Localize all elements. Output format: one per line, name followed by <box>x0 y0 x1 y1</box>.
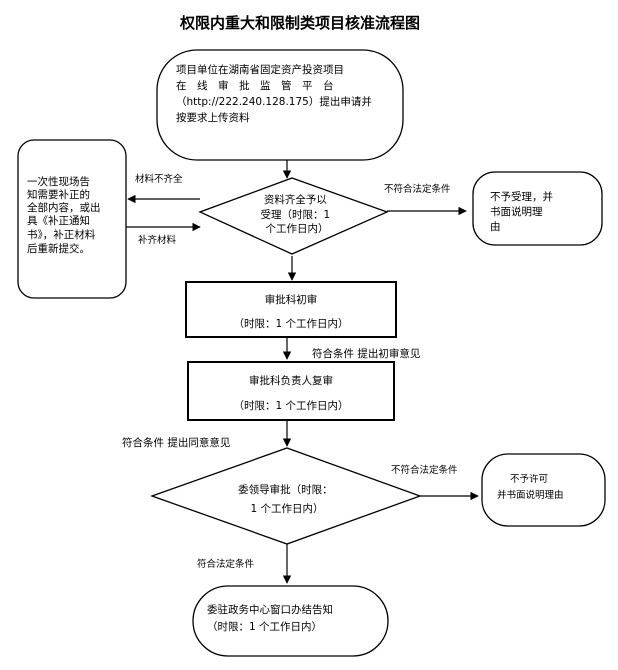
label-not-compliant-2: 不符合法定条件 <box>391 464 458 476</box>
second-review-title: 审批科负责人复审 <box>249 374 333 387</box>
start-node-text: 项目单位在湖南省固定资产投资项目 在 线 审 批 监 管 平 台 （http:/… <box>176 63 375 124</box>
first-review-node: 审批科初审 （时限：1 个工作日内） <box>185 281 397 338</box>
first-review-title: 审批科初审 <box>265 293 318 306</box>
supplement-notice-text: 一次性现场告 知需要补正的 全部内容，或出 具《补正通知 书》，补正材料 后重新… <box>27 175 104 255</box>
reject-node-1: 不予受理，并 书面说明理 由 <box>472 171 603 246</box>
check-diamond-text: 资料齐全予以 受理（时限：1 个工作日内） <box>260 193 333 235</box>
check-diamond: 资料齐全予以 受理（时限：1 个工作日内） <box>198 177 389 255</box>
committee-diamond-text: 委领导审批（时限： 1 个工作日内） <box>238 483 336 515</box>
label-incomplete: 材料不齐全 <box>135 173 183 185</box>
reject-node-2-text: 不予许可 并书面说明理由 <box>497 473 564 501</box>
end-node-text: 委驻政务中心窗口办结告知 （时限：1 个工作日内） <box>207 603 336 633</box>
supplement-notice-node: 一次性现场告 知需要补正的 全部内容，或出 具《补正通知 书》，补正材料 后重新… <box>17 139 127 299</box>
committee-diamond: 委领导审批（时限： 1 个工作日内） <box>150 447 422 545</box>
label-compliant-first: 符合条件 提出初审意见 <box>312 347 420 360</box>
label-compliant-second: 符合条件 提出同意意见 <box>122 436 230 449</box>
reject-node-2: 不予许可 并书面说明理由 <box>481 453 606 527</box>
first-review-time: （时限：1 个工作日内） <box>233 317 348 330</box>
second-review-time: （时限：1 个工作日内） <box>233 399 348 412</box>
start-node: 项目单位在湖南省固定资产投资项目 在 线 审 批 监 管 平 台 （http:/… <box>156 49 404 161</box>
label-compliant-legal: 符合法定条件 <box>197 558 255 570</box>
reject-node-1-text: 不予受理，并 书面说明理 由 <box>490 190 556 233</box>
label-supplement: 补齐材料 <box>138 234 177 246</box>
second-review-node: 审批科负责人复审 （时限：1 个工作日内） <box>187 361 395 421</box>
diagram-title: 权限内重大和限制类项目核准流程图 <box>179 14 420 32</box>
label-not-compliant-1: 不符合法定条件 <box>384 183 451 195</box>
end-node: 委驻政务中心窗口办结告知 （时限：1 个工作日内） <box>192 585 389 657</box>
